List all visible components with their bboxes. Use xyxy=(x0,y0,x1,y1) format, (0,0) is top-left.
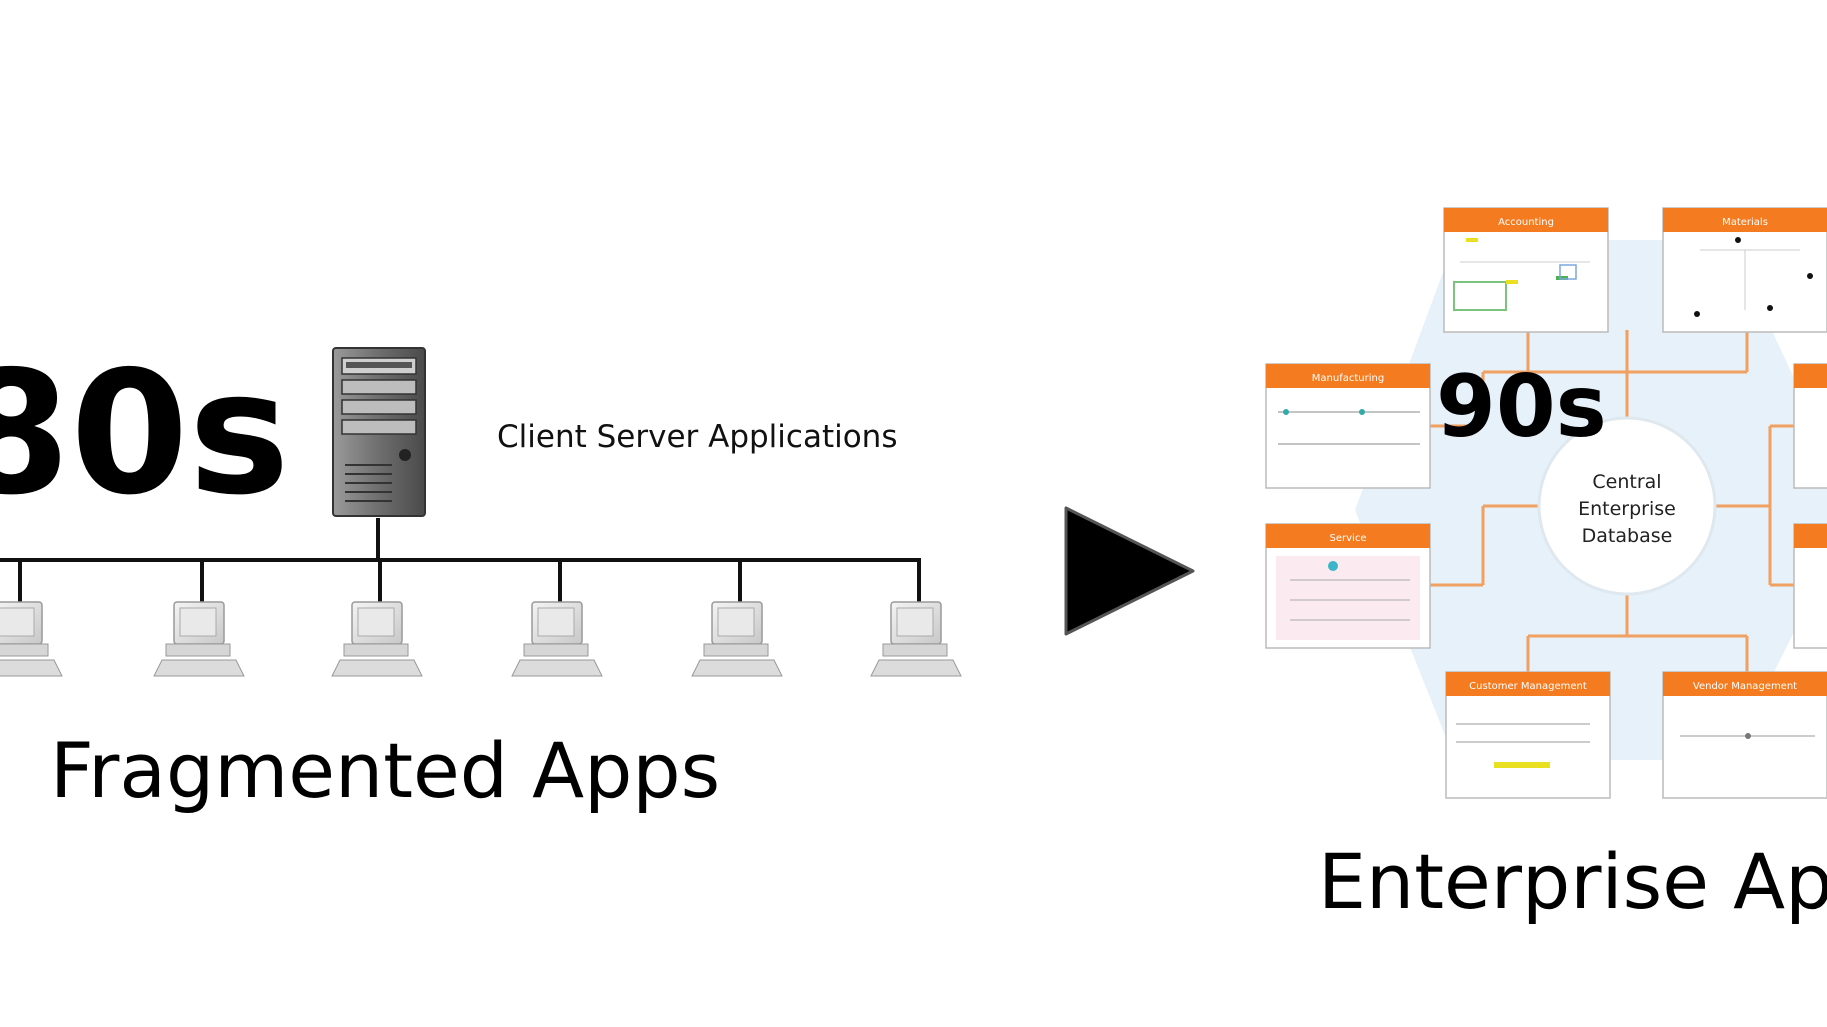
client-pc-icon xyxy=(0,601,63,677)
module-accounting: Accounting xyxy=(1443,207,1609,333)
module-label: Manufacturing xyxy=(1312,373,1384,384)
module-label: Service xyxy=(1330,533,1367,544)
hub-connectors xyxy=(1430,330,1827,676)
module-customer-management: Customer Management xyxy=(1445,671,1611,799)
network-bus xyxy=(0,518,921,602)
hub-label-line: Database xyxy=(1582,525,1673,547)
module-label: Customer Management xyxy=(1469,681,1587,692)
decade-90s-label: 90s xyxy=(1436,357,1607,457)
enterprise-apps-title: Enterprise Apps xyxy=(1318,837,1827,926)
module-manufacturing: Manufacturing xyxy=(1265,363,1431,489)
hub-label-line: Central xyxy=(1592,471,1661,493)
server-icon xyxy=(332,347,426,517)
module-label: Accounting xyxy=(1498,217,1554,228)
module-materials: Materials xyxy=(1662,207,1827,333)
server-caption: Client Server Applications xyxy=(497,419,897,455)
hub-label-line: Enterprise xyxy=(1578,498,1676,520)
transition-arrow-icon xyxy=(1064,506,1195,636)
module-vendor-management: Vendor Management xyxy=(1662,671,1827,799)
module-service: Service xyxy=(1265,523,1431,649)
client-pc-icon xyxy=(331,601,423,677)
client-pc-icon xyxy=(870,601,962,677)
client-pc-icon xyxy=(691,601,783,677)
module-label: Vendor Management xyxy=(1693,681,1797,692)
fragmented-apps-title: Fragmented Apps xyxy=(50,726,720,815)
module-partial xyxy=(1793,523,1827,649)
central-database-node: Central Enterprise Database xyxy=(1537,416,1717,596)
decade-80s-label: 80s xyxy=(0,335,290,533)
module-label: Materials xyxy=(1722,217,1768,228)
client-pc-icon xyxy=(511,601,603,677)
client-pc-icon xyxy=(153,601,245,677)
module-partial xyxy=(1793,363,1827,489)
